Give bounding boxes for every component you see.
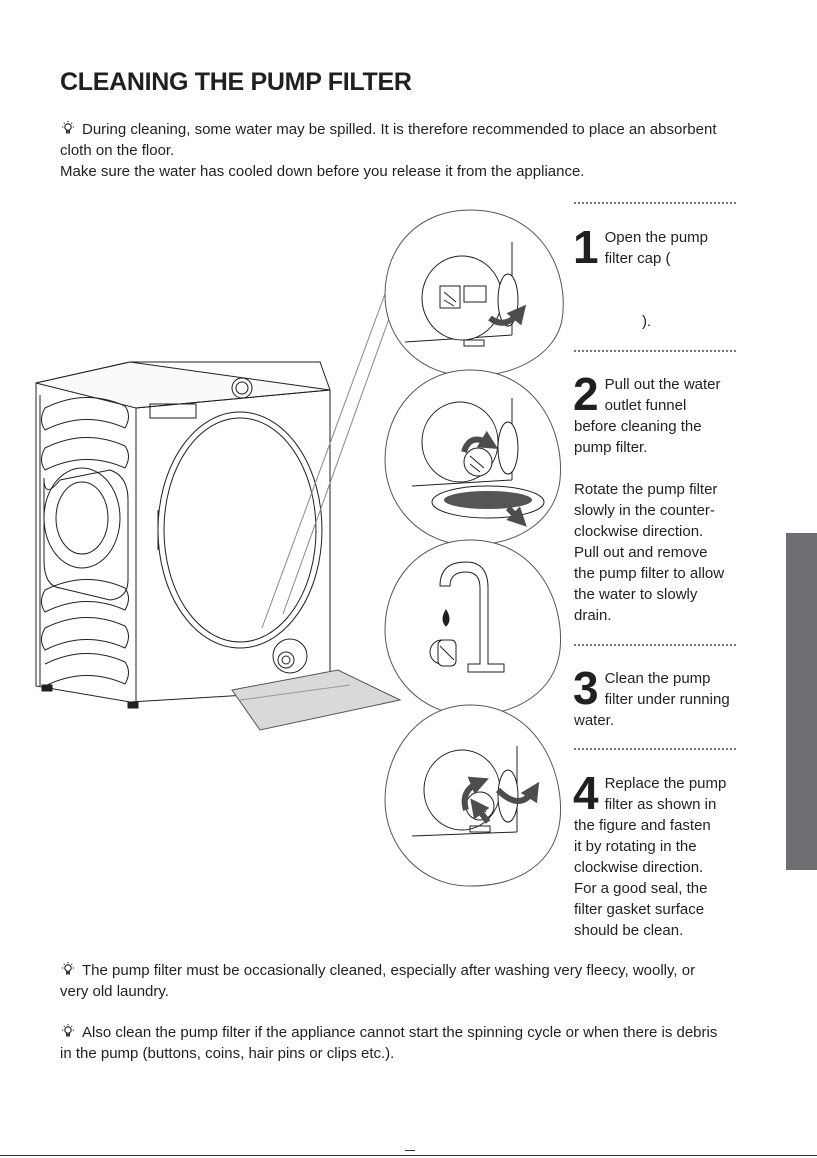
chapter-side-tab — [786, 533, 817, 870]
step-text-line: filter cap ( — [604, 250, 671, 267]
step-1: 1 Open the pump filter cap ( ). — [573, 221, 746, 332]
step-text-line: Rotate the pump filter — [574, 481, 718, 498]
step-text-line: filter as shown in — [604, 796, 717, 813]
step-text-line: pump filter. — [574, 439, 648, 456]
page-title: CLEANING THE PUMP FILTER — [60, 68, 412, 96]
step-text-line: clockwise direction. — [574, 523, 704, 540]
step-text-line: ). — [642, 313, 652, 330]
step-3: 3 Clean the pump filter under running wa… — [573, 662, 746, 731]
note-line: in the pump (buttons, coins, hair pins o… — [60, 1045, 395, 1062]
step-separator — [574, 350, 736, 352]
step-number: 1 — [573, 221, 599, 273]
step-text-line: filter gasket surface — [574, 901, 705, 918]
step-text-line: For a good seal, the — [574, 880, 708, 897]
lightbulb-icon — [60, 961, 76, 977]
step-text-line: the figure and fasten — [574, 817, 711, 834]
intro-line-3: Make sure the water has cooled down befo… — [60, 163, 585, 180]
step-text-line: clockwise direction. — [574, 859, 704, 876]
intro-line-1: During cleaning, some water may be spill… — [82, 121, 717, 138]
step-text-line: Open the pump — [604, 229, 708, 246]
crop-mark — [405, 1150, 415, 1151]
step-4: 4 Replace the pump filter as shown in th… — [573, 767, 746, 941]
step-number: 3 — [573, 662, 599, 714]
step-text-line: filter under running — [604, 691, 730, 708]
lightbulb-icon — [60, 120, 76, 136]
step-separator — [574, 748, 736, 750]
step-text-line: the water to slowly — [574, 586, 698, 603]
step-text-line: the pump filter to allow — [574, 565, 725, 582]
step-text-line: Clean the pump — [604, 670, 711, 687]
step-2: 2 Pull out the water outlet funnel befor… — [573, 368, 746, 626]
note-line: very old laundry. — [60, 983, 169, 1000]
step-number: 2 — [573, 368, 599, 420]
note-line: The pump filter must be occasionally cle… — [82, 962, 696, 979]
step-text-line: slowly in the counter- — [574, 502, 715, 519]
step-text-line: outlet funnel — [604, 397, 687, 414]
step-text-line: it by rotating in the — [574, 838, 697, 855]
step-number: 4 — [573, 767, 599, 819]
page-bottom-rule — [0, 1155, 817, 1156]
step-separator — [574, 202, 736, 204]
step-text-line: should be clean. — [574, 922, 684, 939]
step-text-line: before cleaning the — [574, 418, 702, 435]
step-text-line: water. — [574, 712, 615, 729]
step-text-line: Pull out the water — [604, 376, 721, 393]
intro-tip: During cleaning, some water may be spill… — [60, 119, 760, 182]
note-2: Also clean the pump filter if the applia… — [60, 1022, 760, 1064]
step-text-line: drain. — [574, 607, 612, 624]
note-1: The pump filter must be occasionally cle… — [60, 960, 760, 1002]
lightbulb-icon — [60, 1023, 76, 1039]
intro-line-2: cloth on the floor. — [60, 142, 175, 159]
note-line: Also clean the pump filter if the applia… — [82, 1024, 718, 1041]
step-text-line: Pull out and remove — [574, 544, 708, 561]
step-separator — [574, 644, 736, 646]
step-text-line: Replace the pump — [604, 775, 727, 792]
